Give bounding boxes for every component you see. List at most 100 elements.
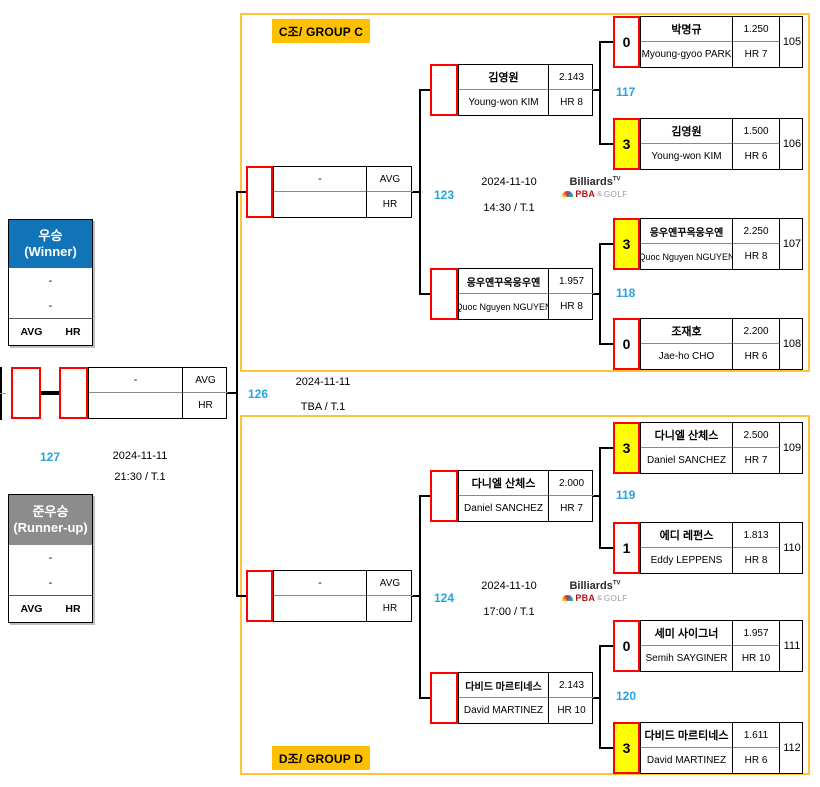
match-number-126: 126 [248,387,269,401]
player-hr: HR 8 [560,301,583,312]
group-d-final-time: 17:00 / T.1 [483,606,535,618]
player-hr: HR 8 [733,244,780,269]
hr-placeholder: HR [382,603,398,614]
bracket-line [236,191,238,597]
player-name-ko: 에디 레펀스 [641,523,733,548]
player-name-en: Jae-ho CHO [641,344,733,369]
player-name-ko: 박명규 [641,17,733,42]
match-box-109: 3 다니엘 산체스 2.500 109 Daniel SANCHEZ HR 7 [613,422,803,474]
match-109-score: 3 [613,422,640,474]
grand-finalist-box: - AVG HR [59,367,228,419]
player-avg: 2.250 [733,219,780,244]
pba-golf-row: PBA & GOLF [540,593,650,603]
bracket-line [236,191,247,193]
player-name-ko: 다니엘 산체스 [641,423,733,448]
player-avg: 2.000 [549,471,594,496]
player-name-en: Quoc Nguyen NGUYEN [641,244,733,269]
player-avg: 1.957 [549,269,594,294]
pba-wordmark: PBA [575,189,596,199]
semi-119-score [430,470,458,522]
finalist-name-en [274,596,367,621]
match-number-124: 124 [434,591,455,605]
bracket-line [419,293,431,295]
player-avg: 2.143 [549,673,594,698]
semi-119-body: 다니엘 산체스 2.000 Daniel SANCHEZ HR 7 [458,470,594,522]
match-box-110: 1 에디 레펀스 1.813 110 Eddy LEPPENS HR 8 [613,522,803,574]
bracket-line [599,343,613,345]
grand-finalist-score [59,367,88,419]
player-hr: HR 7 [560,503,583,514]
match-112-body: 다비드 마르티네스 1.611 112 David MARTINEZ HR 6 [640,722,803,774]
player-name-ko: 다비드 마르티네스 [641,723,733,748]
player-name-en: Quoc Nguyen NGUYEN [459,294,549,319]
player-avg: 1.957 [733,621,780,646]
winner-panel-header: 우승 (Winner) [9,220,92,268]
player-hr: HR 6 [733,344,780,369]
peacock-icon [562,191,574,197]
avg-label: AVG [20,603,43,615]
bracket-line [599,447,601,549]
winner-panel: 우승 (Winner) - - AVG HR [8,219,93,346]
divider-line [0,393,6,394]
hr-label: HR [65,603,81,615]
player-avg: 1.250 [733,17,780,42]
match-box-106: 3 김영원 1.500 106 Young-won KIM HR 6 [613,118,803,170]
match-107-body: 응우옌꾸옥응우옌 2.250 107 Quoc Nguyen NGUYEN HR… [640,218,803,270]
bracket-line [592,495,601,497]
match-box-107: 3 응우옌꾸옥응우옌 2.250 107 Quoc Nguyen NGUYEN … [613,218,803,270]
match-number: 111 [783,640,801,652]
billiards-tv-logo: BilliardsTV PBA & GOLF [540,580,650,603]
match-106-body: 김영원 1.500 106 Young-won KIM HR 6 [640,118,803,170]
bracket-line [236,595,247,597]
match-110-score: 1 [613,522,640,574]
player-name-en: Semih SAYGINER [641,646,733,671]
player-hr: HR 6 [733,144,780,169]
ampersand: & [597,594,602,602]
bracket-line [599,41,613,43]
player-name-ko: 다니엘 산체스 [459,471,549,496]
player-name-ko: 김영원 [641,119,733,144]
player-name-en: Daniel SANCHEZ [459,496,549,521]
semifinal-date: 2024-11-11 [295,376,351,388]
match-number-120: 120 [616,689,637,703]
runnerup-title-ko: 준우승 [32,503,69,519]
match-109-body: 다니엘 산체스 2.500 109 Daniel SANCHEZ HR 7 [640,422,803,474]
match-number-119: 119 [616,488,636,502]
winner-panel-footer: AVG HR [9,318,92,345]
winner-panel-body: - - [9,268,92,318]
match-box-112: 3 다비드 마르티네스 1.611 112 David MARTINEZ HR … [613,722,803,774]
semi-117-body: 김영원 2.143 Young-won KIM HR 8 [458,64,594,116]
semi-box-120: 다비드 마르티네스 2.143 David MARTINEZ HR 10 [430,672,594,724]
runnerup-title-en: (Runner-up) [13,520,88,535]
finalist-name: - [274,571,367,596]
semi-box-117: 김영원 2.143 Young-won KIM HR 8 [430,64,594,116]
grand-finalist-name-en [89,393,183,418]
bracket-line [419,89,431,91]
bracket-line [592,697,601,699]
match-108-score: 0 [613,318,640,370]
group-c-final-body: - AVG HR [273,166,413,218]
semifinal-time: TBA / T.1 [300,401,346,413]
player-hr: HR 6 [733,748,780,773]
player-hr: HR 10 [557,705,586,716]
player-name-ko: 김영원 [459,65,549,90]
grand-final-left-score-cell [11,367,41,419]
bracket-line [411,595,421,597]
final-date: 2024-11-11 [112,450,168,462]
bracket-line [599,747,613,749]
semi-box-118: 응우옌꾸옥응우옌 1.957 Quoc Nguyen NGUYEN HR 8 [430,268,594,320]
pba-wordmark: PBA [575,593,596,603]
player-avg: 2.200 [733,319,780,344]
player-name-ko: 세미 사이그너 [641,621,733,646]
bracket-line [411,191,421,193]
winner-title-en: (Winner) [24,244,77,259]
match-number: 109 [782,442,802,454]
match-number-117: 117 [616,85,636,99]
finalist-name: - [274,167,367,192]
billiards-tv-wordmark: BilliardsTV [569,176,621,188]
avg-placeholder: AVG [367,571,413,596]
match-108-body: 조재호 2.200 108 Jae-ho CHO HR 6 [640,318,803,370]
bracket-line [227,392,237,394]
runnerup-panel: 준우승 (Runner-up) - - AVG HR [8,494,93,623]
